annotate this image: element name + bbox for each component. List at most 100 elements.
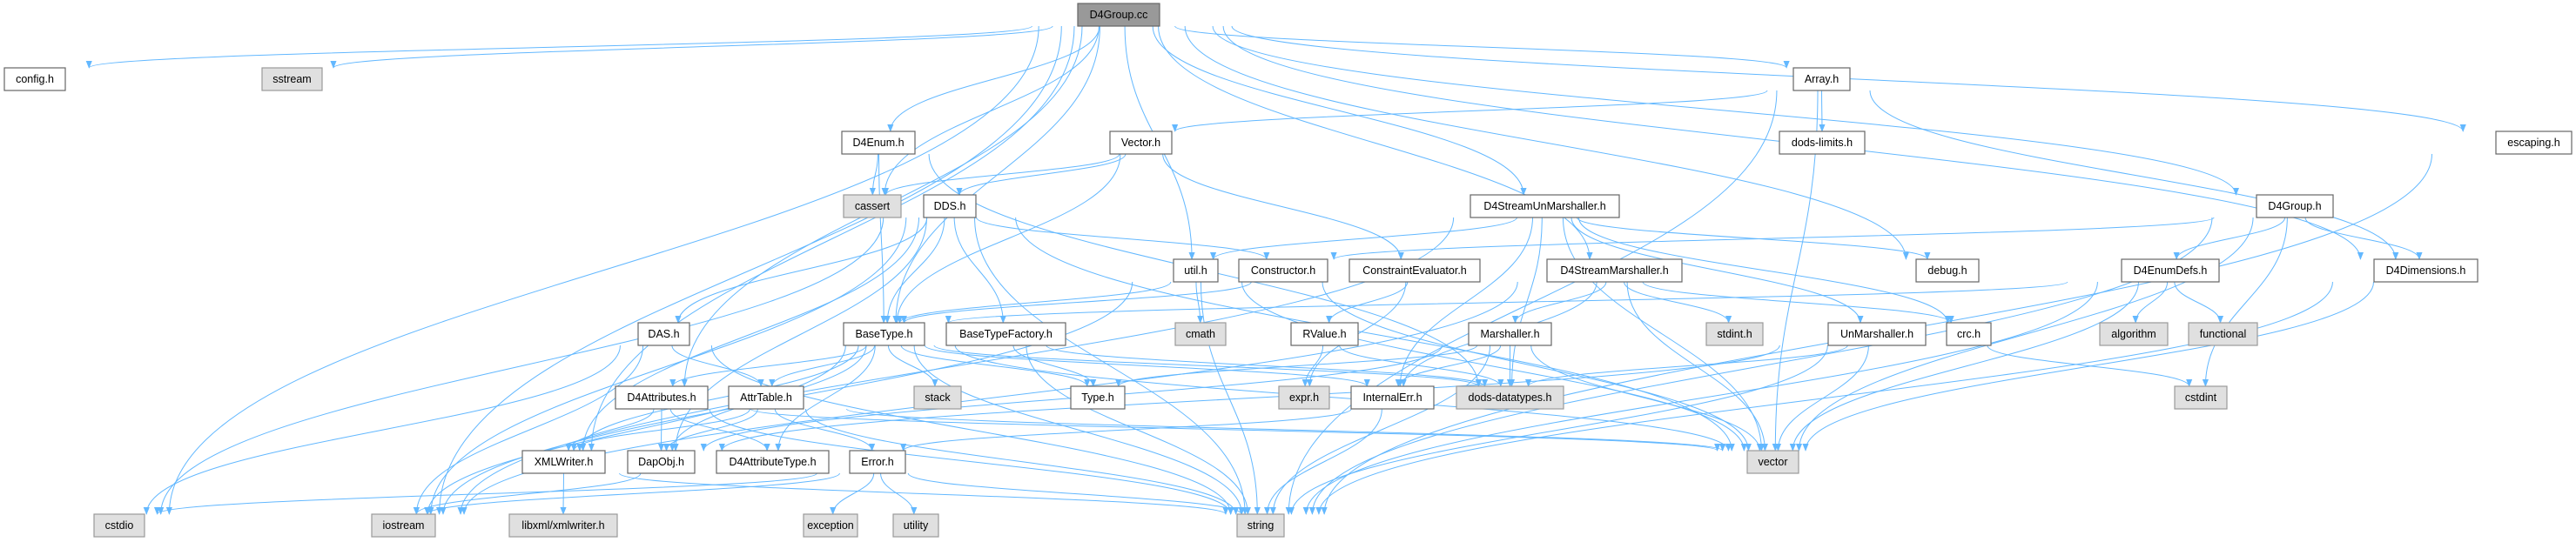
node-box	[1779, 130, 1866, 155]
node-label: functional	[2200, 328, 2247, 340]
edge-d4streamunmarshaller-h-to-crc-h	[1577, 217, 1951, 324]
node-label: Vector.h	[1121, 137, 1160, 149]
edge-d4enumdefs-h-to-basetype-h	[945, 281, 2068, 324]
node-escaping-h[interactable]: escaping.h	[2495, 130, 2573, 155]
node-vector-h[interactable]: Vector.h	[1109, 130, 1173, 155]
node-box	[716, 450, 830, 474]
node-d4streamunmarshaller-h[interactable]: D4StreamUnMarshaller.h	[1470, 194, 1620, 218]
node-type-h[interactable]: Type.h	[1070, 385, 1126, 410]
node-unmarshaller-h[interactable]: UnMarshaller.h	[1827, 322, 1927, 346]
node-label: string	[1248, 519, 1275, 532]
edge-basetype-h-to-iostream	[424, 345, 846, 515]
edge-array-h-to-string	[1285, 90, 1778, 515]
node-array-h[interactable]: Array.h	[1792, 67, 1851, 91]
edge-dds-h-to-string	[974, 217, 1248, 515]
node-label: Error.h	[861, 456, 894, 468]
node-crc-h[interactable]: crc.h	[1946, 322, 1992, 346]
node-d4attributes-h[interactable]: D4Attributes.h	[615, 385, 709, 410]
node-box	[1349, 258, 1481, 283]
edge-array-h-to-d4dimensions-h	[1869, 90, 2399, 260]
edge-unmarshaller-h-to-vector	[1774, 345, 1869, 452]
node-constructor-h[interactable]: Constructor.h	[1238, 258, 1328, 283]
edge-d4streamunmarshaller-h-to-debug-h	[1577, 217, 1931, 260]
node-das-h[interactable]: DAS.h	[637, 322, 690, 346]
node-box	[1915, 258, 1980, 283]
edge-dds-h-to-vector	[1015, 217, 1735, 452]
edge-d4streamunmarshaller-h-to-unmarshaller-h	[1570, 217, 1864, 324]
edge-attrtable-h-to-string	[804, 408, 1240, 515]
node-d4group-h[interactable]: D4Group.h	[2256, 194, 2334, 218]
edge-das-h-to-attrtable-h	[671, 345, 764, 387]
node-util-h[interactable]: util.h	[1173, 258, 1219, 283]
edge-basetype-h-to-internalerr-h	[924, 345, 1370, 387]
node-d4attributetype-h[interactable]: D4AttributeType.h	[716, 450, 830, 474]
edge-unmarshaller-h-to-dapobj-h	[718, 345, 1780, 452]
edge-d4group-h-to-constructor-h	[1330, 217, 2215, 260]
node-config-h[interactable]: config.h	[3, 67, 66, 91]
node-box	[1077, 3, 1160, 27]
node-box	[261, 67, 323, 91]
node-libxml-xmlwriter-h: libxml/xmlwriter.h	[508, 513, 618, 538]
edge-d4group-cc-to-d4streammarshaller-h	[1158, 25, 1593, 260]
node-rvalue-h[interactable]: RValue.h	[1290, 322, 1359, 346]
edge-d4dimensions-h-to-string	[1315, 281, 2333, 515]
edge-attrtable-h-to-vector	[846, 408, 1725, 452]
node-debug-h[interactable]: debug.h	[1915, 258, 1980, 283]
node-label: stdint.h	[1717, 328, 1752, 340]
edge-util-h-to-basetype-h	[896, 281, 1172, 324]
node-box	[1350, 385, 1435, 410]
node-label: dods-datatypes.h	[1469, 391, 1552, 404]
node-d4dimensions-h[interactable]: D4Dimensions.h	[2373, 258, 2478, 283]
node-box	[923, 194, 977, 218]
node-basetype-h[interactable]: BaseType.h	[843, 322, 925, 346]
edge-dds-h-to-constructor-h	[976, 217, 1270, 260]
node-box	[1470, 194, 1620, 218]
node-attrtable-h[interactable]: AttrTable.h	[728, 385, 804, 410]
node-d4streammarshaller-h[interactable]: D4StreamMarshaller.h	[1546, 258, 1683, 283]
edge-basetype-h-to-d4attributes-h	[669, 345, 867, 387]
edge-attrtable-h-to-error-h	[774, 408, 876, 452]
edge-d4group-h-to-d4enumdefs-h	[2173, 217, 2286, 260]
node-internalerr-h[interactable]: InternalErr.h	[1350, 385, 1435, 410]
node-box	[1546, 258, 1683, 283]
node-box	[2121, 258, 2220, 283]
node-label: cstdio	[105, 519, 134, 532]
node-box	[2256, 194, 2334, 218]
node-box	[2188, 322, 2258, 346]
edge-dds-h-to-dapobj-h	[672, 217, 927, 452]
node-d4enum-h[interactable]: D4Enum.h	[841, 130, 916, 155]
edge-basetype-h-to-xmlwriter-h	[576, 345, 859, 452]
edge-basetype-h-to-dods-datatypes-h	[933, 345, 1482, 387]
edge-d4group-cc-to-cstdio	[165, 25, 1039, 515]
node-box	[2099, 322, 2169, 346]
edge-d4group-h-to-d4dimensions-h	[2304, 217, 2423, 260]
node-constraintevaluator-h[interactable]: ConstraintEvaluator.h	[1349, 258, 1481, 283]
edge-d4attributes-h-to-string	[709, 408, 1234, 515]
node-box	[1456, 385, 1564, 410]
node-error-h[interactable]: Error.h	[849, 450, 906, 474]
edge-internalerr-h-to-error-h	[900, 408, 1352, 452]
node-xmlwriter-h[interactable]: XMLWriter.h	[521, 450, 606, 474]
edge-internalerr-h-to-string	[1263, 408, 1382, 515]
node-box	[1173, 258, 1219, 283]
edge-unmarshaller-h-to-dods-datatypes-h	[1525, 345, 1848, 387]
edge-basetype-h-to-d4attributetype-h	[775, 345, 876, 452]
edge-basetypefactory-h-to-type-h	[1012, 345, 1097, 387]
node-dds-h[interactable]: DDS.h	[923, 194, 977, 218]
edge-d4group-cc-to-sstream	[330, 25, 1053, 69]
node-dapobj-h[interactable]: DapObj.h	[627, 450, 696, 474]
edge-d4group-cc-to-debug-h	[1184, 25, 1909, 260]
edge-dds-h-to-xmlwriter-h	[580, 217, 920, 452]
node-marshaller-h[interactable]: Marshaller.h	[1468, 322, 1552, 346]
node-d4group-cc[interactable]: D4Group.cc	[1077, 3, 1160, 27]
node-dods-limits-h[interactable]: dods-limits.h	[1779, 130, 1866, 155]
node-dods-datatypes-h: dods-datatypes.h	[1456, 385, 1564, 410]
edge-das-h-to-iostream	[413, 345, 644, 515]
node-d4enumdefs-h[interactable]: D4EnumDefs.h	[2121, 258, 2220, 283]
node-basetypefactory-h[interactable]: BaseTypeFactory.h	[945, 322, 1066, 346]
node-label: Type.h	[1081, 391, 1114, 404]
node-label: cstdint	[2185, 391, 2217, 404]
node-box	[1109, 130, 1173, 155]
node-label: debug.h	[1927, 264, 1967, 277]
node-label: BaseType.h	[855, 328, 912, 340]
